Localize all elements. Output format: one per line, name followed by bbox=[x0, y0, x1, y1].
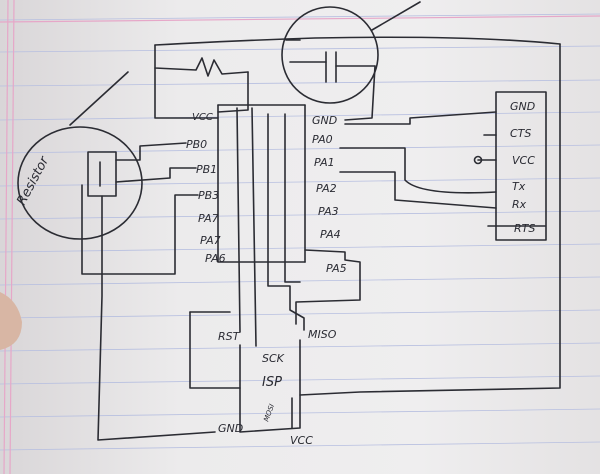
pin-label-vcc: VCC bbox=[192, 112, 213, 123]
left-ground-wire bbox=[97, 195, 216, 441]
isp-pin-vcc: VCC bbox=[290, 434, 313, 447]
resistor-callout-pointer bbox=[69, 71, 129, 126]
microcontroller-chip bbox=[217, 104, 306, 263]
gnd-cap-wire bbox=[344, 65, 376, 121]
top-wire bbox=[154, 36, 561, 46]
serial-pin-vcc: VCC bbox=[512, 154, 535, 167]
isp-box bbox=[239, 339, 301, 433]
margin-line-left-2 bbox=[9, 0, 15, 474]
pin-label-pb1: PB1 bbox=[196, 163, 217, 176]
capacitor-callout-circle bbox=[281, 6, 379, 104]
vcc-left-wire bbox=[154, 67, 219, 119]
margin-line-top bbox=[0, 15, 600, 23]
pin-label-pa4: PA4 bbox=[320, 228, 341, 241]
right-ground-wire bbox=[299, 43, 561, 396]
isp-pin-mosi: MOSI bbox=[262, 403, 276, 423]
miso-wire bbox=[267, 113, 305, 331]
serial-header-box bbox=[495, 91, 547, 241]
finger-shape bbox=[0, 292, 22, 350]
capacitor-icon bbox=[285, 39, 376, 83]
isp-pin-sck: SCK bbox=[262, 352, 285, 365]
resistor-callout-label: Resistor bbox=[14, 153, 53, 208]
pin-label-pa3: PA3 bbox=[318, 205, 339, 218]
isp-pin-gnd: GND bbox=[218, 422, 243, 435]
top-resistor-wire bbox=[154, 44, 249, 77]
serial-pin-rx: Rx bbox=[512, 198, 527, 211]
pa2-to-rx-wire bbox=[339, 171, 497, 209]
sck-wire bbox=[251, 107, 257, 347]
resistor-callout-circle bbox=[17, 126, 143, 240]
isp-pin-miso: MISO bbox=[308, 328, 337, 341]
pa1-to-tx-wire bbox=[339, 147, 497, 194]
pin-label-pa7-a: PA7 bbox=[198, 212, 219, 225]
pa5-wire bbox=[295, 249, 361, 325]
pin-label-pa5: PA5 bbox=[326, 262, 347, 275]
margin-line-left bbox=[3, 0, 9, 474]
vcc-link-wire bbox=[217, 71, 249, 113]
pin-label-pa0: PA0 bbox=[312, 133, 333, 146]
isp-title: ISP bbox=[262, 375, 282, 390]
serial-pin-cts: CTS bbox=[510, 127, 531, 140]
pin-label-pa6: PA6 bbox=[205, 252, 226, 265]
pin-label-pb0: PB0 bbox=[186, 138, 207, 151]
serial-pin-rts: RTS bbox=[514, 222, 535, 235]
resistor-body bbox=[87, 151, 117, 197]
pin-label-pb3: PB3 bbox=[198, 189, 219, 202]
pin-label-pa2: PA2 bbox=[316, 182, 337, 195]
mosi-wire bbox=[284, 113, 301, 283]
rst-wire bbox=[236, 107, 241, 333]
gnd-to-header-wire bbox=[344, 111, 497, 125]
serial-pin-gnd: GND bbox=[510, 100, 535, 113]
capacitor-callout-pointer bbox=[371, 1, 421, 31]
pin-label-pa7-b: PA7 bbox=[200, 234, 221, 247]
isp-left-bracket bbox=[189, 311, 241, 389]
isp-pin-rst: RST bbox=[218, 330, 241, 343]
pb3-wire bbox=[81, 184, 199, 275]
pb1-wire bbox=[115, 167, 197, 183]
pb0-resistor-wire bbox=[115, 142, 187, 161]
pin-label-pa1: PA1 bbox=[314, 156, 335, 169]
pin-label-gnd: GND bbox=[312, 114, 337, 127]
serial-pin-tx: Tx bbox=[512, 180, 526, 193]
